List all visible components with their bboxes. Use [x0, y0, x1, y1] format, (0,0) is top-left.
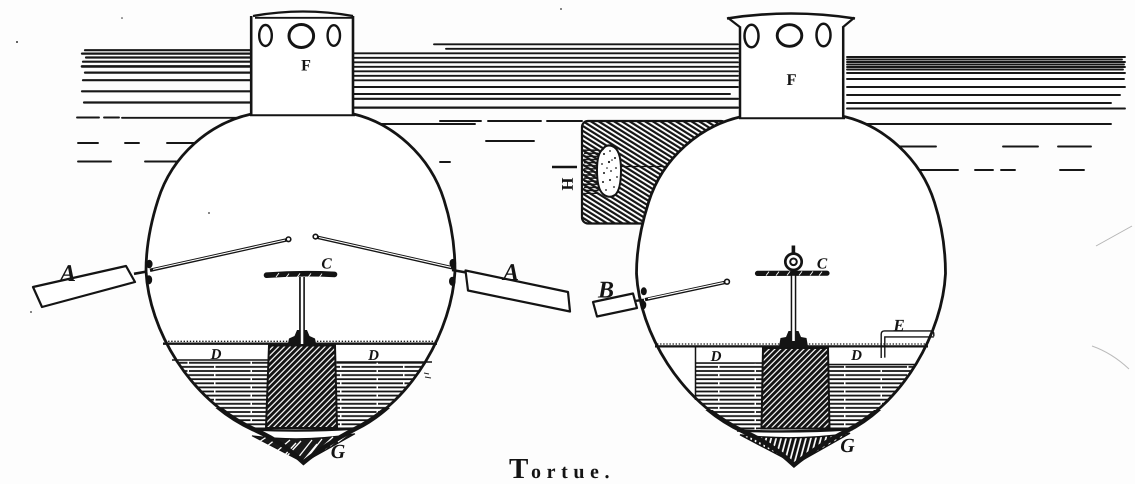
svg-text:D: D	[210, 347, 222, 363]
svg-text:F: F	[301, 58, 311, 75]
svg-text:D: D	[367, 348, 379, 364]
svg-text:C: C	[321, 256, 332, 273]
svg-text:ortue.: ortue.	[531, 461, 615, 483]
svg-text:G: G	[331, 441, 346, 463]
svg-text:A: A	[58, 261, 76, 287]
svg-text:B: B	[597, 278, 614, 304]
svg-text:T: T	[509, 453, 528, 484]
svg-text:F: F	[786, 70, 796, 89]
svg-text:C: C	[817, 256, 828, 273]
svg-text:D: D	[710, 349, 722, 365]
svg-text:A: A	[501, 260, 519, 286]
svg-text:G: G	[840, 435, 855, 457]
svg-text:D: D	[850, 348, 862, 364]
svg-text:H: H	[558, 178, 577, 191]
svg-text:E: E	[892, 316, 904, 335]
